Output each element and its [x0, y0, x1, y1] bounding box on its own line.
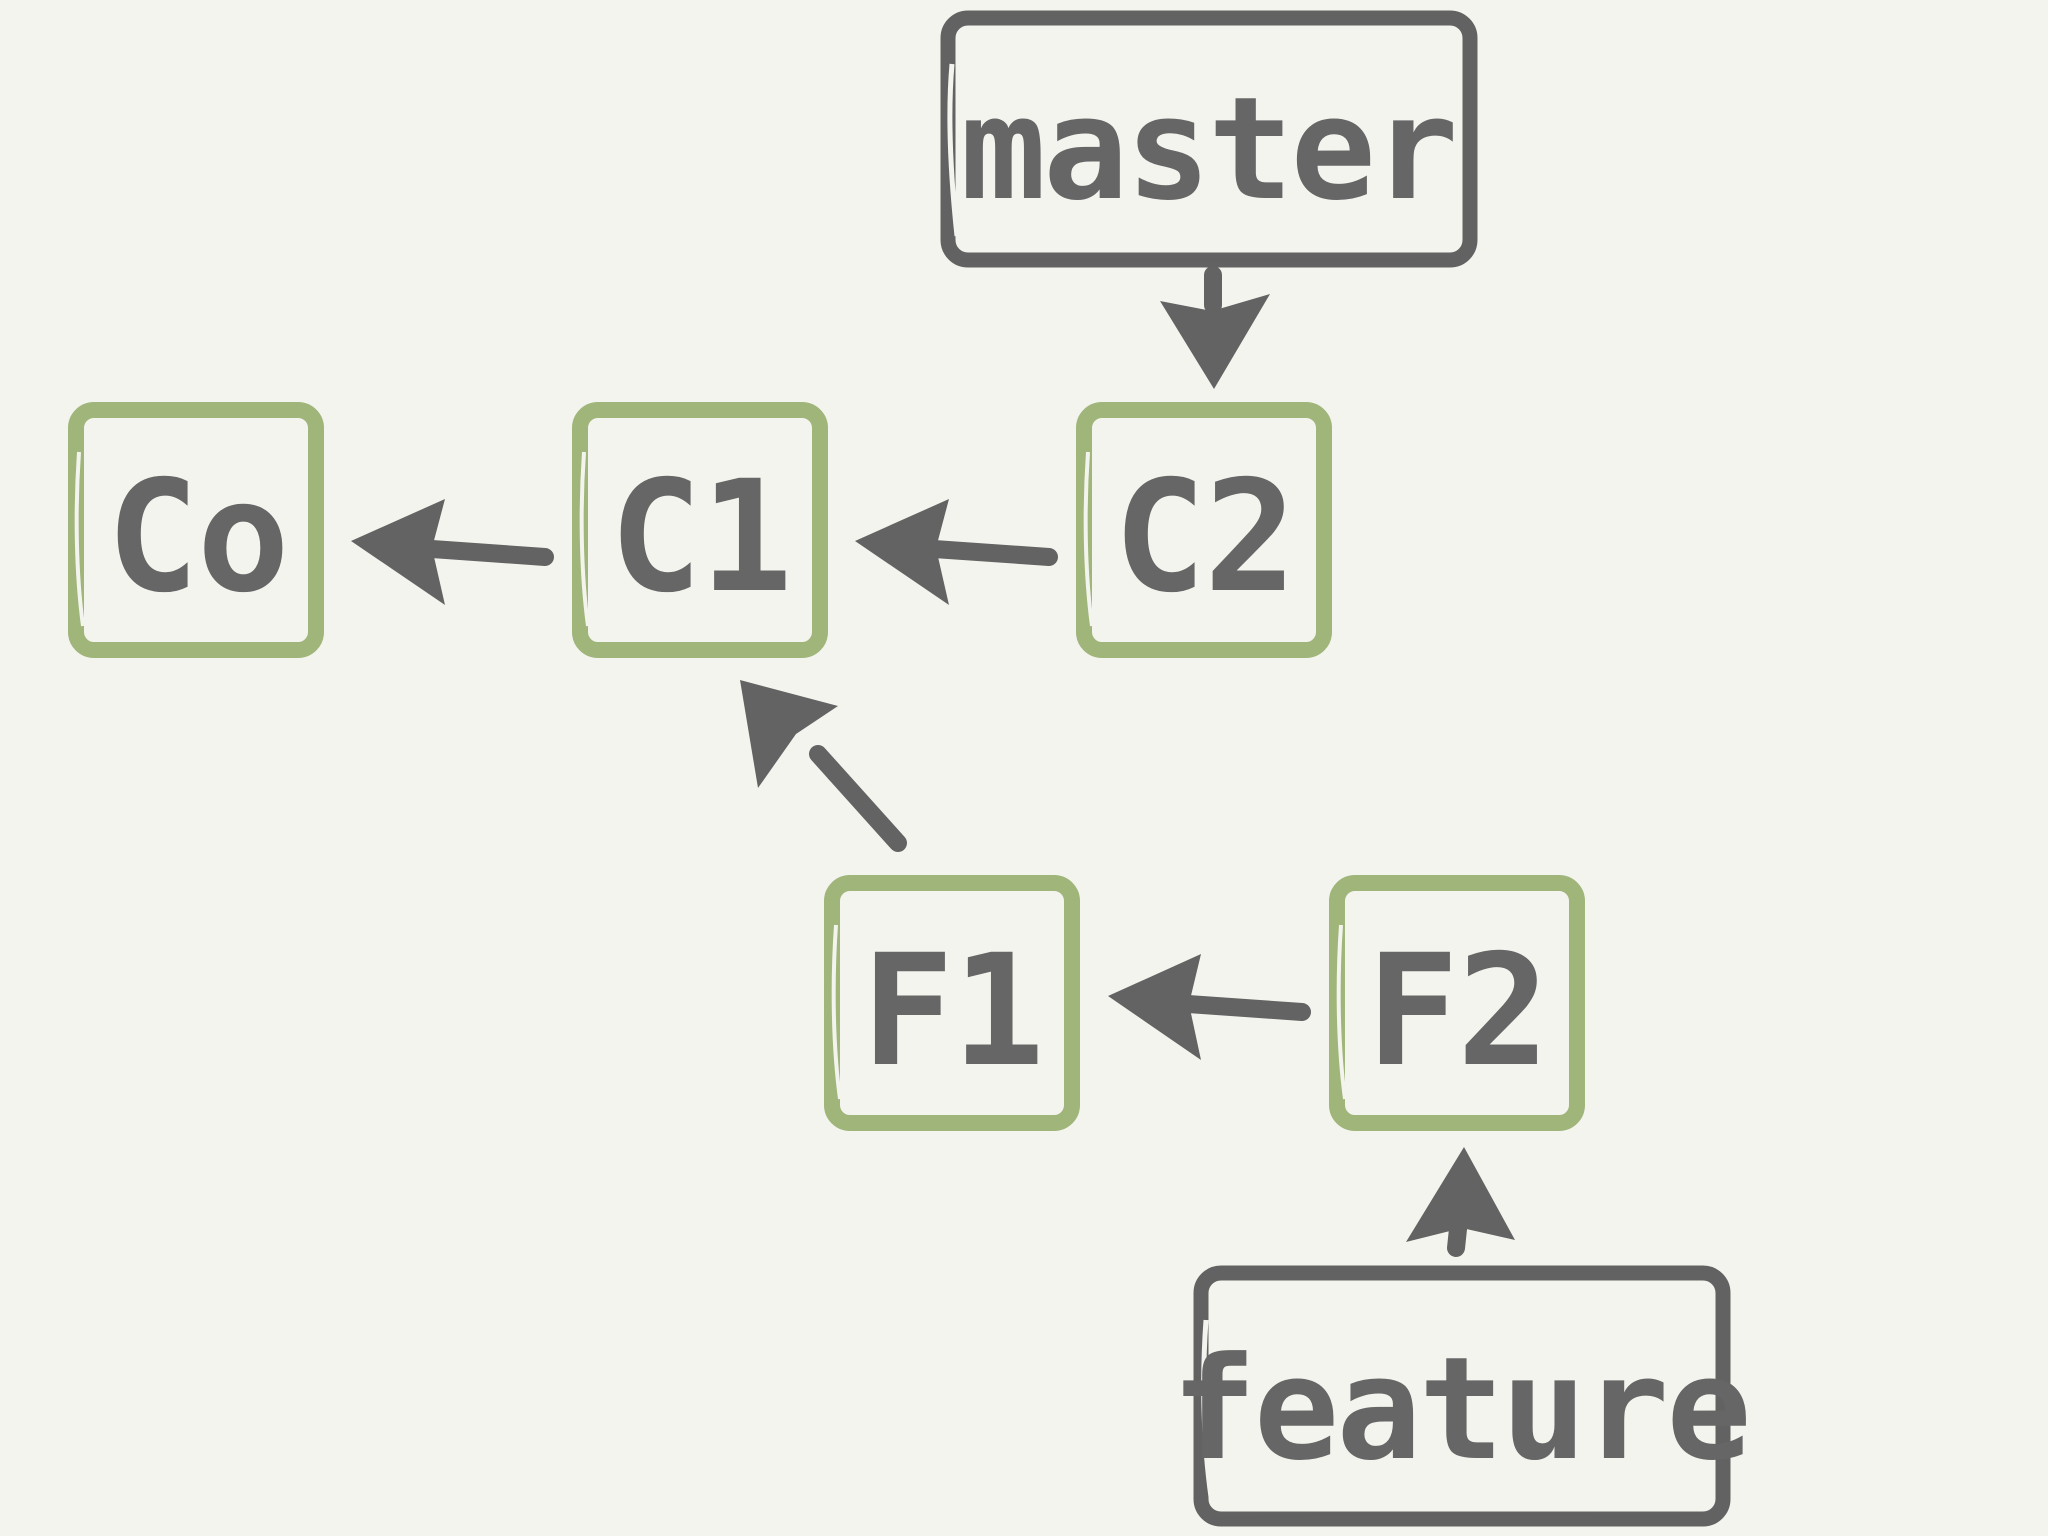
- commit-c0-brush-gap: [74, 451, 85, 627]
- arrow-f1-to-c1-head: [740, 680, 838, 788]
- master-brush-gap: [947, 63, 960, 237]
- arrow-feature-to-f2-head: [1406, 1147, 1515, 1242]
- feature-branch-box: feature: [1171, 1265, 1752, 1527]
- commit-f1-label: F1: [861, 922, 1042, 1101]
- commit-c2: C2: [1076, 402, 1332, 658]
- feature-branch-label: feature: [1171, 1327, 1748, 1492]
- commit-c1-brush-gap: [579, 451, 590, 627]
- arrow-f2-to-f1: [1108, 954, 1311, 1060]
- arrow-f1-to-c1-brush: [827, 775, 902, 848]
- arrow-c1-to-c0-brush: [454, 551, 541, 560]
- arrow-c2-to-c1-brush: [957, 551, 1046, 560]
- arrow-f1-to-c1: [740, 680, 907, 852]
- feature-branch-border: [1193, 1265, 1731, 1527]
- commit-f2: F2: [1329, 875, 1585, 1131]
- commit-f1-brush-gap: [831, 924, 842, 1100]
- commit-c2-brush-gap: [1083, 451, 1094, 627]
- commit-c1: C1: [572, 402, 828, 658]
- commit-f2-brush-gap: [1336, 924, 1347, 1100]
- arrow-c1-to-c0-head: [351, 499, 445, 605]
- arrow-c1-to-c0: [351, 499, 554, 605]
- arrow-f2-to-f1-head: [1108, 954, 1201, 1060]
- arrow-master-to-c2-brush: [1206, 273, 1216, 299]
- arrow-feature-to-f2-brush: [1454, 1213, 1464, 1241]
- master-branch-box: master: [940, 10, 1478, 268]
- commit-c0-label: Co: [106, 448, 287, 627]
- master-branch-label: master: [961, 67, 1456, 232]
- commit-c0: Co: [68, 402, 324, 658]
- master-brush-underline: [959, 257, 1451, 263]
- commit-c1-label: C1: [609, 448, 790, 627]
- feature-brush-underline: [1211, 1512, 1705, 1520]
- feature-brush-gap: [1201, 1319, 1214, 1498]
- arrow-feature-to-f2: [1406, 1147, 1515, 1257]
- commit-c2-label: C2: [1113, 448, 1294, 627]
- arrow-c2-to-c1: [855, 499, 1058, 605]
- commit-f1: F1: [824, 875, 1080, 1131]
- commit-f2-label: F2: [1366, 922, 1547, 1101]
- arrow-f2-to-f1-brush: [1211, 1005, 1299, 1016]
- arrow-f1-to-c1-shaft: [809, 745, 907, 852]
- arrow-c2-to-c1-head: [855, 499, 949, 605]
- arrow-master-to-c2: [1160, 266, 1270, 389]
- arrow-master-to-c2-head: [1160, 294, 1270, 389]
